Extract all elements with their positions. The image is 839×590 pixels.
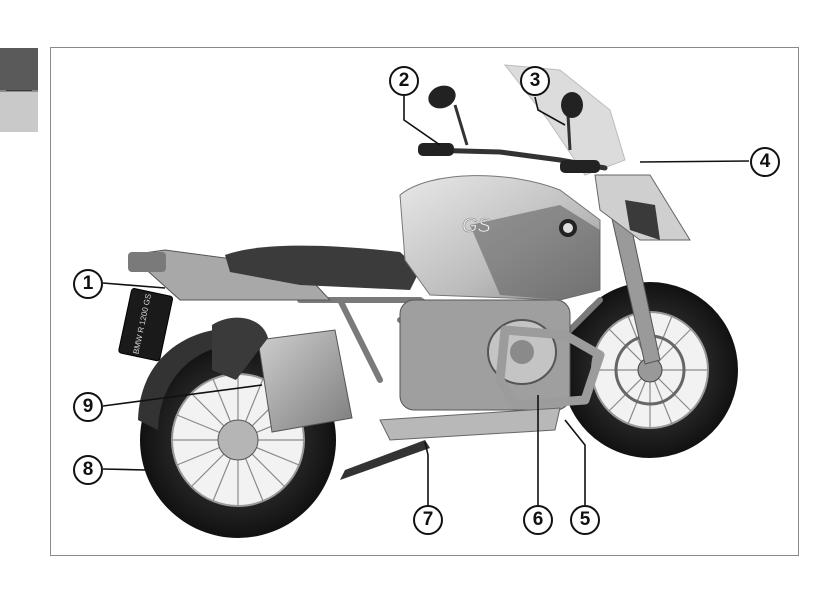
skid-plate xyxy=(380,408,560,440)
callout-2: 2 xyxy=(389,66,419,96)
callout-6: 6 xyxy=(523,505,553,535)
side-stand xyxy=(340,440,430,480)
callout-4: 4 xyxy=(750,147,780,177)
callout-9: 9 xyxy=(73,392,103,422)
fuel-tank: GS xyxy=(400,176,600,300)
callout-1: 1 xyxy=(73,269,103,299)
callout-7: 7 xyxy=(413,505,443,535)
license-plate: BMW R 1200 GS xyxy=(118,288,173,361)
callout-5: 5 xyxy=(570,505,600,535)
callout-8: 8 xyxy=(73,455,103,485)
svg-text:GS: GS xyxy=(462,215,492,237)
callout-3: 3 xyxy=(520,66,550,96)
engine xyxy=(400,300,570,410)
